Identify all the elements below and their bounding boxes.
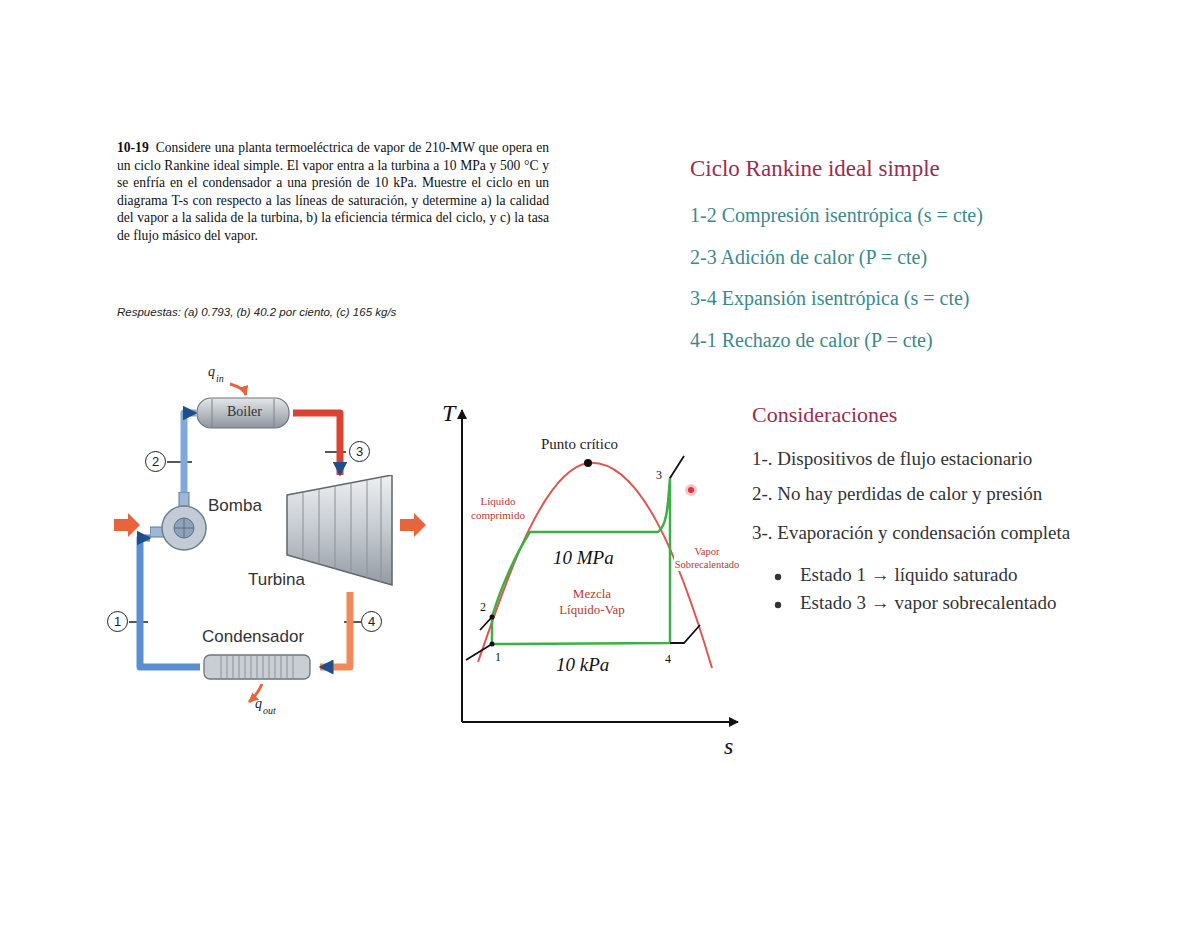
component-name: Bomba (208, 496, 262, 516)
pump: Bomba (150, 492, 265, 558)
component-name: Turbina (248, 570, 305, 590)
region-label: Vapor Sobrecalentado (674, 545, 740, 571)
state-note: Estado 3 → vapor sobrecalentado (800, 592, 1056, 614)
section-heading: Consideraciones (752, 402, 897, 428)
process-step: 2-3 Adición de calor (P = cte) (690, 246, 927, 269)
callout-number: 3 (349, 441, 370, 462)
pointer-dot (688, 487, 694, 493)
consideration: 1-. Dispositivos de flujo estacionario (752, 448, 1032, 470)
bullet (775, 602, 781, 608)
callout-number: 1 (107, 611, 128, 632)
point-label: Punto crítico (540, 436, 619, 453)
boiler: Boiler (196, 396, 293, 430)
s-axis (462, 721, 738, 723)
state-number: 3 (655, 468, 663, 483)
consideration: 3-. Evaporación y condensación completa (752, 522, 1070, 544)
pipe (184, 413, 196, 492)
pipe (293, 413, 340, 475)
process-step: 4-1 Rechazo de calor (P = cte) (690, 329, 933, 352)
process-step: 1-2 Compresión isentrópica (s = cte) (690, 204, 983, 227)
axis-label: s (724, 733, 733, 760)
state-point (490, 642, 495, 647)
axis-label: T (442, 400, 455, 427)
pipe (140, 538, 200, 667)
state-number: 1 (494, 650, 502, 665)
callout-number: 2 (145, 451, 166, 472)
title: Ciclo Rankine ideal simple (690, 156, 940, 182)
pointer-halo (685, 484, 697, 496)
process-step: 3-4 Expansión isentrópica (s = cte) (690, 287, 970, 310)
state-point (490, 615, 495, 620)
problem-text: Considere una planta termoeléctrica de v… (117, 140, 549, 243)
callout-number: 4 (361, 611, 382, 632)
heat-subscript: in (216, 373, 224, 384)
heat-in-arrow (230, 384, 246, 395)
region-label: Mezcla Líquido-Vap (549, 586, 635, 619)
answers-note: Respuestas: (a) 0.793, (b) 40.2 por cien… (117, 306, 396, 318)
condenser: Condensador (200, 627, 320, 687)
t-axis (461, 410, 463, 722)
component-name: Boiler (196, 404, 293, 420)
heat-subscript: out (263, 705, 276, 716)
critical-point (584, 459, 592, 467)
component-name: Condensador (202, 627, 304, 647)
state-number: 4 (664, 652, 672, 667)
turbine: Turbina (245, 475, 395, 592)
work-in-arrow (114, 513, 140, 537)
state-number: 2 (479, 600, 487, 615)
pressure-label: 10 kPa (556, 654, 609, 676)
pressure-label: 10 MPa (553, 547, 614, 569)
pipe (320, 592, 350, 667)
region-label: Líquido comprimido (466, 495, 530, 523)
problem-number: 10-19 (117, 140, 149, 155)
bullet (775, 574, 781, 580)
state-note: Estado 1 → líquido saturado (800, 564, 1017, 586)
consideration: 2-. No hay perdidas de calor y presión (752, 483, 1042, 505)
work-out-arrow (400, 513, 426, 537)
heat-symbol: q (255, 696, 262, 712)
problem-statement: 10-19Considere una planta termoeléctrica… (117, 139, 549, 244)
heat-symbol: q (208, 364, 215, 380)
isobar-lines (466, 456, 700, 660)
